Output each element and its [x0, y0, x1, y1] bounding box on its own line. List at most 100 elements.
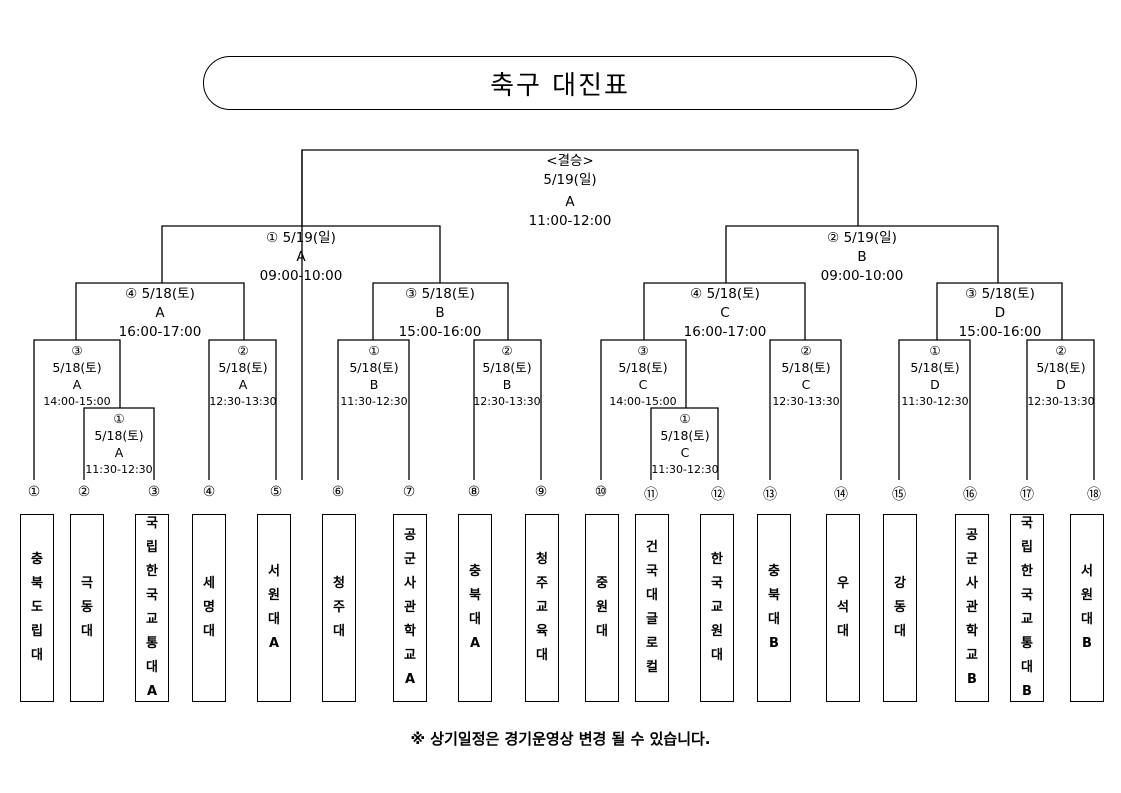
match-date: 5/19(일)	[843, 230, 897, 246]
match-venue: D	[994, 305, 1006, 321]
seed-number: ⑫	[711, 487, 725, 503]
team-box: 우석대	[826, 514, 860, 702]
match-venue: D	[930, 377, 940, 392]
r16-h-line	[1026, 339, 1095, 480]
match-time: 12:30-13:30	[473, 395, 541, 408]
seed-number: ⑪	[644, 487, 658, 503]
team-box: 건국대글로컬	[635, 514, 669, 702]
team-name: 공군사관학교A	[404, 528, 416, 687]
match-no: ①	[368, 343, 380, 358]
match-no: ③	[637, 343, 649, 358]
seed-number: ④	[202, 484, 216, 500]
match-venue: C	[720, 305, 730, 321]
match-time: 11:30-12:30	[901, 395, 969, 408]
match-date: 5/18(토)	[141, 286, 195, 302]
prelim-c-line	[650, 407, 719, 480]
team-name: 충북대B	[768, 564, 780, 651]
match-venue: A	[114, 445, 124, 460]
r16-c-line	[337, 339, 410, 480]
team-name: 건국대글로컬	[646, 540, 658, 675]
r16-b-line	[208, 339, 277, 480]
match-time: 12:30-13:30	[1027, 395, 1095, 408]
team-box: 충북도립대	[20, 514, 54, 702]
seed-number: ③	[147, 484, 161, 500]
team-name: 우석대	[837, 576, 849, 639]
team-name: 한국교원대	[711, 552, 723, 663]
q4-info: ③ 5/18(토) D 15:00-16:00	[940, 285, 1060, 342]
match-time: 12:30-13:30	[772, 395, 840, 408]
seed-number: ⑱	[1087, 487, 1101, 503]
final-label: <결승>	[546, 153, 594, 169]
final-date: 5/19(일)	[543, 172, 597, 188]
r16-f-info: ② 5/18(토) C 12:30-13:30	[766, 342, 846, 410]
match-date: 5/19(일)	[282, 230, 336, 246]
prelim-a-info: ① 5/18(토) A 11:30-12:30	[79, 410, 159, 478]
match-date: 5/18(토)	[660, 428, 710, 443]
team-box: 강동대	[883, 514, 917, 702]
match-time: 14:00-15:00	[43, 395, 111, 408]
seed-number: ⑬	[763, 487, 777, 503]
seed-number: ⑩	[594, 484, 608, 500]
seed-number: ①	[27, 484, 41, 500]
team-name: 공군사관학교B	[966, 528, 978, 687]
match-no: ①	[113, 411, 125, 426]
seed-number: ⑯	[963, 487, 977, 503]
team-name: 극동대	[81, 576, 93, 639]
semi-left-line	[161, 225, 441, 283]
team-box: 청주교육대	[525, 514, 559, 702]
final-time: 11:00-12:00	[528, 213, 612, 229]
team-box: 중원대	[585, 514, 619, 702]
r16-e-line	[600, 339, 687, 480]
match-date: 5/18(토)	[421, 286, 475, 302]
team-name: 세명대	[203, 576, 215, 639]
match-time: 09:00-10:00	[259, 268, 343, 284]
seed-number: ⑧	[467, 484, 481, 500]
semi-left-info: ① 5/19(일) A 09:00-10:00	[241, 229, 361, 286]
team-box: 극동대	[70, 514, 104, 702]
match-date: 5/18(토)	[618, 360, 668, 375]
team-name: 충북대A	[469, 564, 481, 651]
match-date: 5/18(토)	[218, 360, 268, 375]
match-date: 5/18(토)	[52, 360, 102, 375]
final-info: <결승> 5/19(일) A 11:00-12:00	[520, 152, 620, 231]
match-no: ③	[71, 343, 83, 358]
match-no: ②	[800, 343, 812, 358]
match-no: ②	[827, 230, 840, 246]
team-box: 세명대	[192, 514, 226, 702]
final-venue: A	[565, 194, 575, 210]
team-name: 중원대	[596, 576, 608, 639]
prelim-c-info: ① 5/18(토) C 11:30-12:30	[645, 410, 725, 478]
match-no: ③	[965, 286, 978, 302]
match-date: 5/18(토)	[349, 360, 399, 375]
team-box: 공군사관학교B	[955, 514, 989, 702]
match-venue: A	[238, 377, 248, 392]
q3-info: ④ 5/18(토) C 16:00-17:00	[665, 285, 785, 342]
r16-b-info: ② 5/18(토) A 12:30-13:30	[203, 342, 283, 410]
seed-number: ⑤	[269, 484, 283, 500]
match-venue: A	[155, 305, 165, 321]
match-no: ①	[929, 343, 941, 358]
q4-line	[936, 282, 1063, 340]
team-box: 국립한국교통대B	[1010, 514, 1044, 702]
team-box: 한국교원대	[700, 514, 734, 702]
match-time: 11:30-12:30	[651, 463, 719, 476]
r16-f-line	[769, 339, 842, 480]
seed-number: ⑥	[331, 484, 345, 500]
match-time: 11:30-12:30	[340, 395, 408, 408]
match-date: 5/18(토)	[706, 286, 760, 302]
match-venue: C	[801, 377, 811, 392]
r16-a-info: ③ 5/18(토) A 14:00-15:00	[37, 342, 117, 410]
match-venue: B	[435, 305, 445, 321]
match-no: ②	[237, 343, 249, 358]
team-box: 서원대B	[1070, 514, 1104, 702]
match-time: 16:00-17:00	[118, 324, 202, 340]
match-time: 15:00-16:00	[398, 324, 482, 340]
match-venue: C	[680, 445, 690, 460]
team-box: 국립한국교통대A	[135, 514, 169, 702]
team-name: 청주교육대	[536, 552, 548, 663]
r16-d-info: ② 5/18(토) B 12:30-13:30	[467, 342, 547, 410]
seed-number: ⑨	[534, 484, 548, 500]
seed-number: ⑭	[834, 487, 848, 503]
title-box: 축구 대진표	[203, 56, 917, 110]
